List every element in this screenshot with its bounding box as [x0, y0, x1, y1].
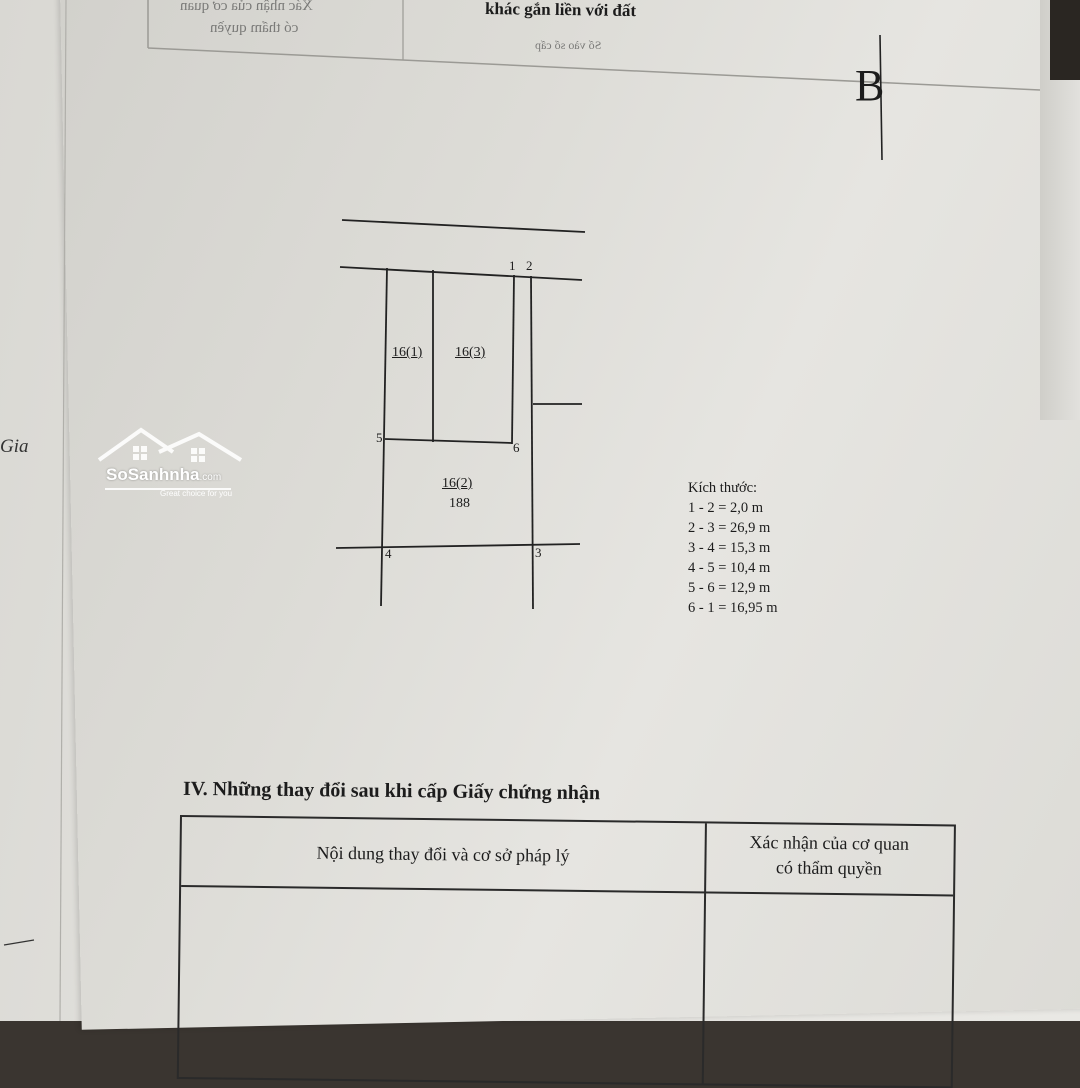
- point-5: 5: [376, 430, 383, 445]
- table-header-confirmation: Xác nhận của cơ quan có thẩm quyền: [749, 831, 910, 879]
- watermark-brand: SoSanhnha.com: [106, 465, 222, 484]
- margin-text: Gia: [0, 436, 29, 457]
- parcel-label-2: 16(2): [442, 476, 473, 491]
- dimension-row: 6 - 1 = 16,95 m: [688, 600, 778, 616]
- point-3: 3: [535, 545, 542, 560]
- point-1: 1: [509, 258, 516, 273]
- dimensions-list: Kích thước: 1 - 2 = 2,0 m 2 - 3 = 26,9 m…: [688, 478, 778, 618]
- watermark-tagline: Great choice for you: [160, 489, 233, 498]
- parcel-area: 188: [449, 496, 470, 511]
- point-4: 4: [385, 546, 392, 561]
- table-header-content: Nội dung thay đổi và cơ sở pháp lý: [316, 842, 570, 866]
- dimensions-title: Kích thước:: [688, 480, 758, 496]
- parcel-label-1: 16(1): [392, 345, 423, 360]
- background-corner: [1050, 0, 1080, 80]
- point-6: 6: [513, 440, 520, 455]
- changes-table: Nội dung thay đổi và cơ sở pháp lý Xác n…: [176, 815, 956, 1088]
- dimension-row: 5 - 6 = 12,9 m: [688, 580, 771, 596]
- page-lines: [59, 0, 1041, 1021]
- section-title: IV. Những thay đổi sau khi cấp Giấy chứn…: [182, 777, 601, 805]
- point-2: 2: [526, 258, 533, 273]
- dimension-row: 3 - 4 = 15,3 m: [688, 540, 771, 556]
- dimension-row: 1 - 2 = 2,0 m: [688, 500, 764, 516]
- dimension-row: 4 - 5 = 10,4 m: [688, 560, 771, 576]
- plot-diagram: [335, 219, 586, 610]
- north-arrow-icon: B: [855, 61, 885, 110]
- house-logo-icon: [97, 427, 243, 490]
- parcel-label-3: 16(3): [455, 345, 486, 360]
- dimension-row: 2 - 3 = 26,9 m: [688, 520, 771, 536]
